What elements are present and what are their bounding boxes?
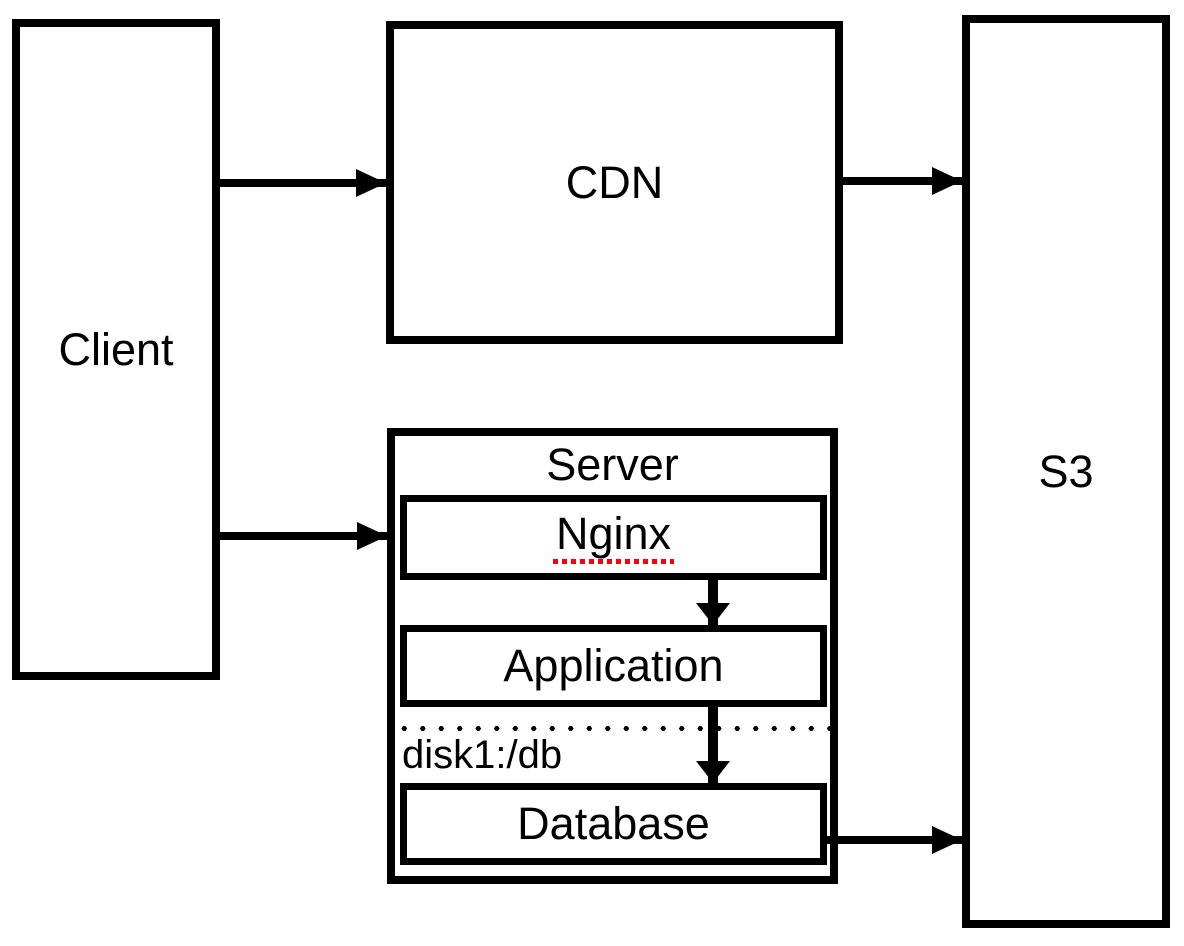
node-database-label: Database bbox=[517, 798, 710, 850]
node-application: Application bbox=[400, 625, 827, 707]
node-nginx-label: Nginx bbox=[552, 509, 675, 566]
node-nginx: Nginx bbox=[400, 495, 827, 580]
node-database: Database bbox=[400, 783, 827, 865]
node-client: Client bbox=[12, 19, 220, 680]
node-s3-label: S3 bbox=[1038, 445, 1094, 497]
node-application-label: Application bbox=[503, 640, 724, 692]
node-cdn-label: CDN bbox=[565, 156, 664, 208]
disk-partition-divider bbox=[395, 725, 830, 732]
disk-mount-label: disk1:/db bbox=[402, 733, 563, 777]
node-s3: S3 bbox=[962, 15, 1170, 928]
node-cdn: CDN bbox=[386, 21, 843, 344]
node-client-label: Client bbox=[58, 323, 174, 375]
node-server: Server Nginx Application disk1:/db Datab… bbox=[387, 428, 838, 884]
node-server-label: Server bbox=[546, 439, 679, 490]
